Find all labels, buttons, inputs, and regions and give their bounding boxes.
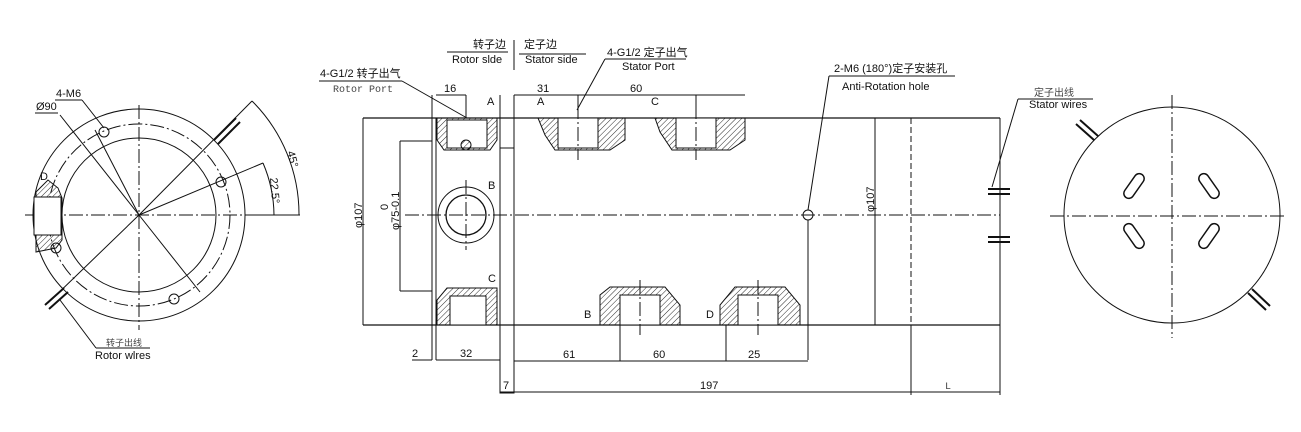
rotor-wire-bottom [44, 287, 69, 310]
rotor-letter-b: B [488, 180, 495, 192]
pcd-label: Ø90 [36, 101, 57, 113]
mounting-hole [215, 176, 227, 188]
rotor-small-hole [460, 139, 472, 151]
angle-arc-22 [262, 162, 275, 216]
dim-32: 32 [460, 348, 472, 360]
anti-rotation-cn: 2-M6 (180°)定子安装孔 [834, 61, 947, 75]
rotor-wire-top [213, 117, 241, 145]
dim-2: 2 [412, 348, 418, 360]
angle-45-label: 45° [284, 150, 300, 169]
dim-dia107-right: φ107 [865, 187, 877, 213]
flange [499, 147, 515, 394]
dim-61: 61 [563, 349, 575, 361]
stator-side-label: Stator side [525, 54, 578, 66]
anti-rotation-en: Anti-Rotation hole [842, 81, 929, 93]
stator-wires [988, 188, 1010, 243]
dim-60-bottom: 60 [653, 349, 665, 361]
stator-port-en: Stator Port [622, 61, 675, 73]
dim-60-top: 60 [630, 83, 642, 95]
dim-25: 25 [748, 349, 760, 361]
stator-letter-a: A [537, 96, 545, 108]
rotor-side-cn: 转子边 [473, 37, 506, 51]
stator-wires-cn: 定子出线 [1034, 86, 1074, 100]
rotor-port-cn: 4-G1/2 转子出气 [320, 66, 401, 80]
rotor-end-view: D 45° 22.5° 4-M6 Ø90 转子出线 Rotor wlres [25, 88, 300, 362]
stator-letter-d: D [706, 309, 714, 321]
rotor-wires-cn: 转子出线 [106, 337, 142, 349]
dim-16: 16 [444, 83, 456, 95]
side-view: 转子边 Rotor slde 定子边 Stator side 4-G1/2 转子… [319, 37, 1093, 395]
stator-letter-c: C [651, 96, 659, 108]
rotor-letter-a: A [487, 96, 495, 108]
rotor-side-label: Rotor slde [452, 54, 502, 66]
port-d-bore [33, 196, 62, 236]
stator-letter-b: B [584, 309, 591, 321]
wire-slots [1123, 172, 1220, 250]
rotor-letter-c: C [488, 273, 496, 285]
dim-31: 31 [537, 83, 549, 95]
dim-dia107-left: φ107 [353, 203, 365, 229]
stator-wires-en: Stator wires [1029, 99, 1088, 111]
mounting-hole [168, 293, 180, 305]
rotor-port-en: Rotor Port [333, 85, 393, 96]
angle-22-label: 22.5° [267, 177, 281, 204]
port-letter-d: D [40, 171, 48, 183]
stator-port-cn: 4-G1/2 定子出气 [607, 45, 688, 59]
dim-dia75: φ75-0.1 [390, 192, 402, 230]
holes-label: 4-M6 [56, 88, 81, 100]
dim-l: L [945, 382, 951, 393]
dim-7: 7 [503, 380, 509, 392]
rotor-wires-en: Rotor wlres [95, 350, 151, 362]
stator-side-cn: 定子边 [524, 37, 557, 51]
stator-end-view [1050, 95, 1285, 338]
stator-end-wires [1075, 119, 1271, 311]
angle-arc-45 [251, 100, 300, 216]
mounting-hole [98, 126, 110, 138]
dim-tol-upper: 0 [379, 204, 391, 210]
dim-197: 197 [700, 380, 718, 392]
